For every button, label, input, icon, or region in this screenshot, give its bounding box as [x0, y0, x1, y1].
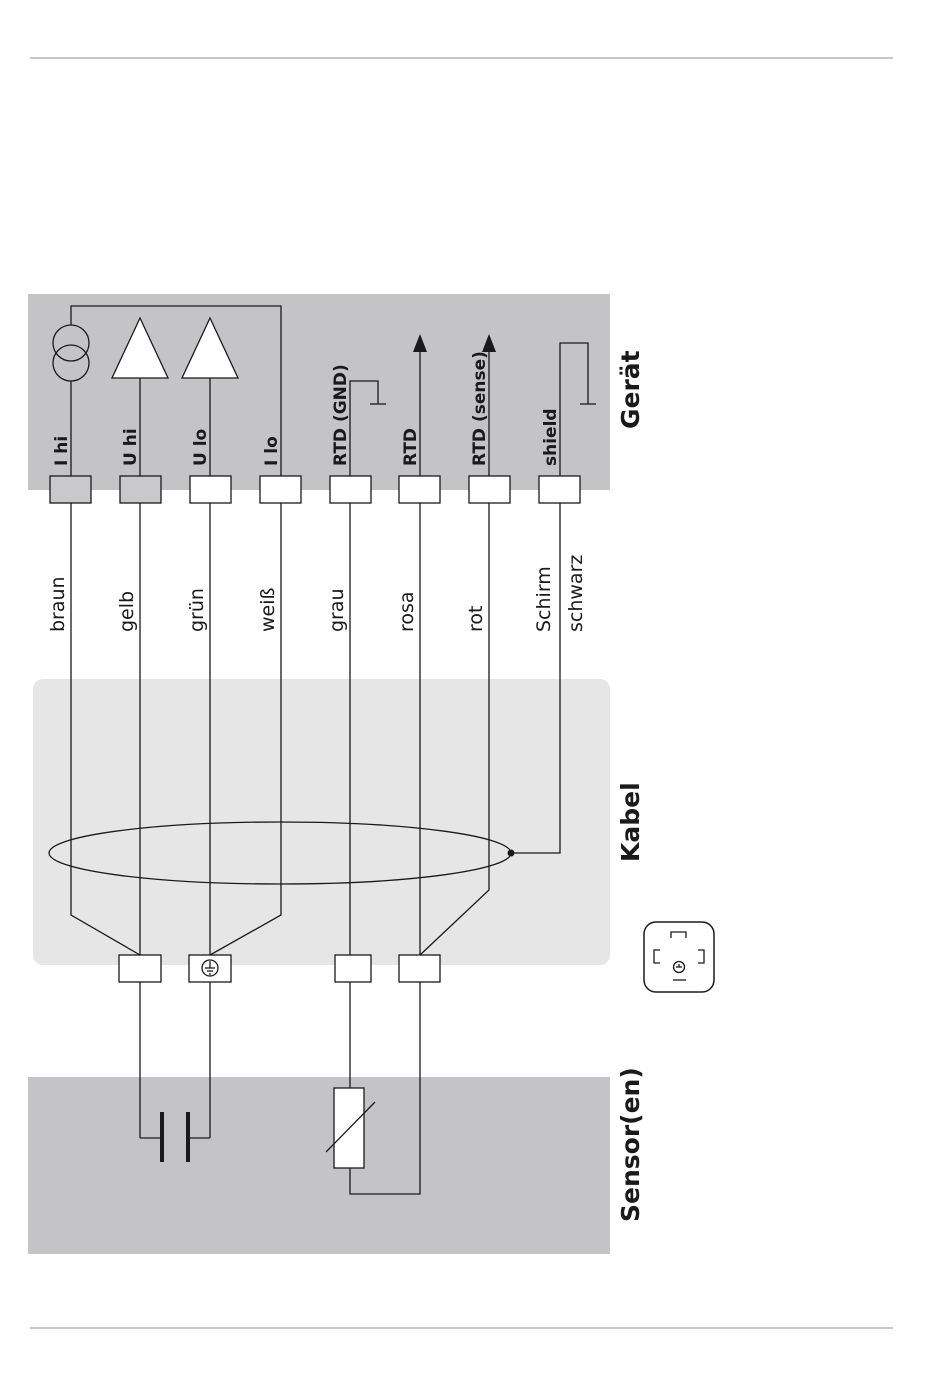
wire-label-rot: rot [465, 606, 487, 632]
pin-label-shield: shield [541, 408, 561, 466]
wire-label-weiss: weiß [257, 587, 279, 632]
pin-label-u-lo: U lo [191, 429, 211, 466]
pin-label-i-hi: I hi [52, 436, 72, 466]
wire-label-schwarz: schwarz [565, 555, 587, 632]
wire-label-rosa: rosa [396, 591, 418, 632]
terminal-u-lo [190, 476, 231, 503]
terminal-sensor-rtd-1 [335, 955, 371, 982]
section-title-sensor: Sensor(en) [616, 1067, 645, 1222]
wire-label-schirm: Schirm [533, 566, 555, 632]
terminal-sensor-1 [119, 955, 161, 982]
terminal-i-lo [260, 476, 301, 503]
device-panel [28, 294, 610, 490]
pin-label-rtd: RTD [401, 428, 421, 466]
connector-plug-icon [644, 922, 714, 992]
section-title-cable: Kabel [616, 782, 645, 862]
wire-label-gruen: grün [186, 588, 208, 632]
pin-label-rtd-gnd: RTD (GND) [331, 364, 351, 466]
section-title-device: Gerät [616, 350, 645, 429]
pin-label-rtd-sense: RTD (sense) [470, 351, 490, 466]
terminal-shield [539, 476, 580, 503]
wire-label-grau: grau [326, 588, 348, 632]
terminal-i-hi [50, 476, 91, 503]
shield-junction-dot [508, 850, 515, 857]
pin-label-i-lo: I lo [262, 436, 282, 466]
terminal-u-hi [120, 476, 161, 503]
terminal-sensor-rtd-2 [399, 955, 440, 982]
sensor-panel [28, 1077, 610, 1254]
wire-label-gelb: gelb [116, 591, 138, 632]
wire-color-labels: braun gelb grün weiß grau rosa rot Schir… [47, 555, 587, 632]
terminal-rtd [399, 476, 440, 503]
pin-label-u-hi: U hi [121, 428, 141, 466]
terminal-rtd-sense [469, 476, 510, 503]
wire-label-braun: braun [47, 576, 69, 632]
terminal-rtd-gnd [330, 476, 371, 503]
